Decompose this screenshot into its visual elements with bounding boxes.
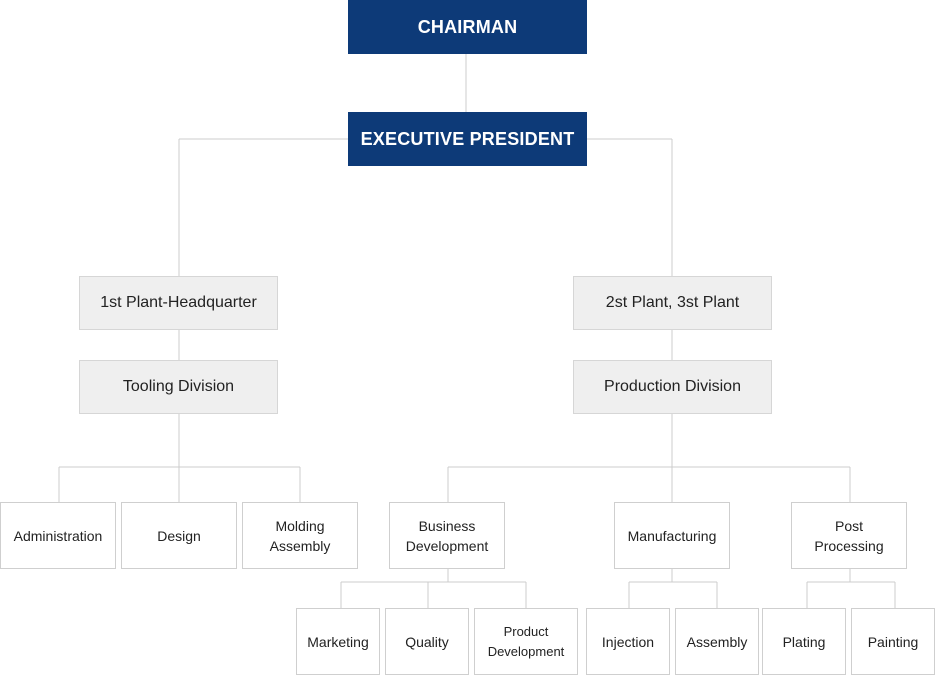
unit-painting: Painting — [851, 608, 935, 675]
unit-administration: Administration — [0, 502, 116, 569]
unit-assembly: Assembly — [675, 608, 759, 675]
chairman-box: CHAIRMAN — [348, 0, 587, 54]
tooling-division-box: Tooling Division — [79, 360, 278, 414]
unit-injection: Injection — [586, 608, 670, 675]
unit-product-development: Product Development — [474, 608, 578, 675]
unit-quality: Quality — [385, 608, 469, 675]
unit-post-processing: Post Processing — [791, 502, 907, 569]
executive-president-box: EXECUTIVE PRESIDENT — [348, 112, 587, 166]
unit-design: Design — [121, 502, 237, 569]
production-division-box: Production Division — [573, 360, 772, 414]
unit-business-development: Business Development — [389, 502, 505, 569]
unit-plating: Plating — [762, 608, 846, 675]
plant23-box: 2st Plant, 3st Plant — [573, 276, 772, 330]
unit-molding-assembly: Molding Assembly — [242, 502, 358, 569]
unit-marketing: Marketing — [296, 608, 380, 675]
unit-manufacturing: Manufacturing — [614, 502, 730, 569]
plant1-box: 1st Plant-Headquarter — [79, 276, 278, 330]
